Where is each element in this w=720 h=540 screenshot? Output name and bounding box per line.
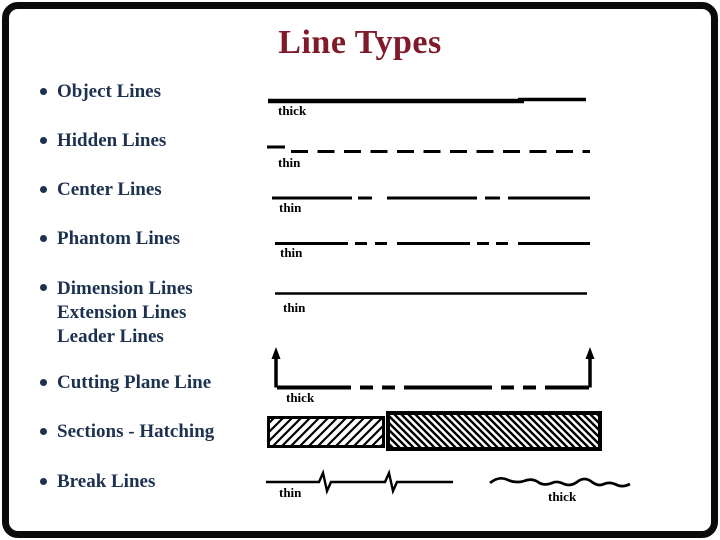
bullet-icon	[40, 284, 47, 291]
bullet-icon	[40, 235, 47, 242]
break-zigzag-line	[266, 469, 453, 495]
bullet-icon	[40, 379, 47, 386]
bullet-item-hidden-lines: Hidden Lines	[40, 130, 166, 151]
weight-label-object: thick	[278, 103, 307, 118]
hatching-example	[267, 411, 602, 451]
bullet-label: Object Lines	[57, 81, 161, 102]
page-title: Line Types	[278, 24, 442, 61]
bullet-item-cutting-plane-line: Cutting Plane Line	[40, 372, 211, 393]
hatch-swatch-backward	[386, 411, 602, 451]
bullet-item-phantom-lines: Phantom Lines	[40, 228, 180, 249]
bullet-label: Center Lines	[57, 179, 162, 200]
bullet-label: Cutting Plane Line	[57, 372, 212, 393]
bullet-label: Extension Lines	[57, 302, 187, 323]
arrow-up-icon	[585, 347, 595, 359]
bullet-icon	[40, 88, 47, 95]
bullet-label: Hidden Lines	[57, 130, 167, 151]
object-line-example	[268, 97, 586, 104]
break-wavy-line	[489, 476, 631, 488]
bullet-item-break-lines: Break Lines	[40, 471, 155, 492]
weight-label-center: thin	[279, 200, 302, 215]
bullet-label: Sections - Hatching	[57, 421, 215, 442]
bullet-icon	[40, 428, 47, 435]
bullet-label: Dimension Lines	[57, 278, 193, 299]
hidden-line-example	[267, 145, 590, 153]
bullet-label: Leader Lines	[57, 326, 164, 347]
dimension-line-example	[275, 292, 587, 295]
arrow-up-icon	[271, 347, 281, 359]
hatch-swatch-forward	[267, 416, 385, 448]
cutting-plane-example	[271, 347, 595, 390]
phantom-line-example	[275, 242, 590, 245]
bullet-label-group: Dimension Lines Extension Lines Leader L…	[57, 277, 193, 349]
bullet-icon	[40, 137, 47, 144]
bullet-item-center-lines: Center Lines	[40, 179, 162, 200]
bullet-item-sections-hatching: Sections - Hatching	[40, 421, 214, 442]
weight-label-break-thick: thick	[548, 489, 577, 504]
bullet-icon	[40, 478, 47, 485]
bullet-item-object-lines: Object Lines	[40, 81, 161, 102]
center-line-example	[272, 196, 590, 200]
weight-label-dimension: thin	[283, 300, 306, 315]
bullet-label: Phantom Lines	[57, 228, 180, 249]
weight-label-phantom: thin	[280, 245, 303, 260]
bullet-label: Break Lines	[57, 471, 156, 492]
weight-label-cutting: thick	[286, 390, 315, 405]
bullet-item-dimension-lines: Dimension Lines Extension Lines Leader L…	[40, 277, 193, 349]
weight-label-break-thin: thin	[279, 485, 302, 500]
break-lines-example	[266, 469, 631, 495]
bullet-icon	[40, 186, 47, 193]
weight-label-hidden: thin	[278, 155, 301, 170]
